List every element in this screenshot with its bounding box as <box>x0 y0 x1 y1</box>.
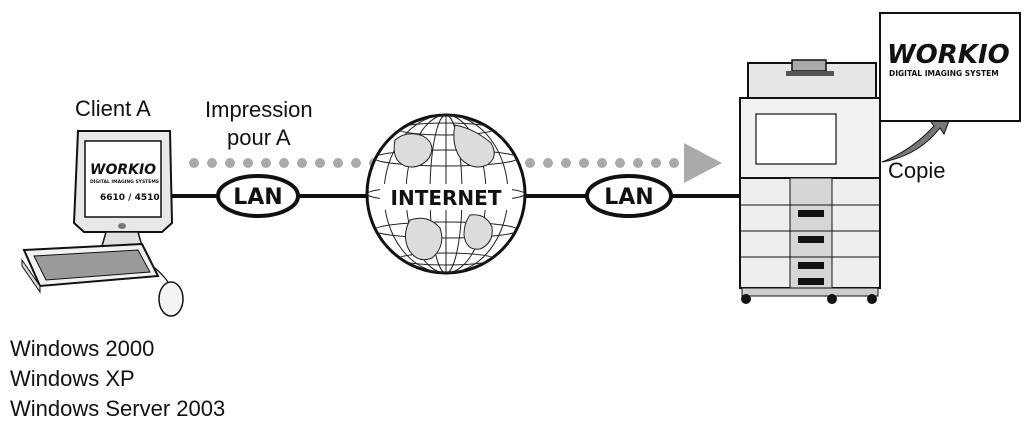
copy-label: Copie <box>888 158 946 183</box>
os-list: Windows 2000 Windows XP Windows Server 2… <box>10 334 225 424</box>
lan-left-label: LAN <box>233 185 282 210</box>
print-job-label-line1: Impression <box>205 97 313 122</box>
os-item: Windows Server 2003 <box>10 396 226 421</box>
internet-label: INTERNET <box>391 186 502 210</box>
os-item: Windows 2000 <box>10 336 155 361</box>
client-computer-icon: WORKIO DIGITAL IMAGING SYSTEMS 6610 / 45… <box>21 130 184 317</box>
client-screen-model: 6610 / 4510 <box>100 193 160 203</box>
print-job-label: Impression pour A <box>205 96 313 152</box>
output-page-brand: WORKIO <box>887 40 1010 70</box>
client-screen-brand-sub: DIGITAL IMAGING SYSTEMS <box>90 179 159 185</box>
lan-right-label: LAN <box>604 185 653 210</box>
lan-right-badge: LAN <box>585 174 673 218</box>
output-page: WORKIO DIGITAL IMAGING SYSTEM <box>879 12 1021 122</box>
flow-arrowhead <box>684 143 722 183</box>
os-item: Windows XP <box>10 366 135 391</box>
copier-machine-icon <box>739 59 881 304</box>
print-job-label-line2: pour A <box>226 125 291 150</box>
lan-left-badge: LAN <box>216 174 300 218</box>
internet-globe-icon: INTERNET <box>365 113 527 275</box>
client-label: Client A <box>75 96 151 121</box>
output-page-brand-sub: DIGITAL IMAGING SYSTEM <box>889 69 999 78</box>
client-screen-brand: WORKIO <box>90 162 156 178</box>
